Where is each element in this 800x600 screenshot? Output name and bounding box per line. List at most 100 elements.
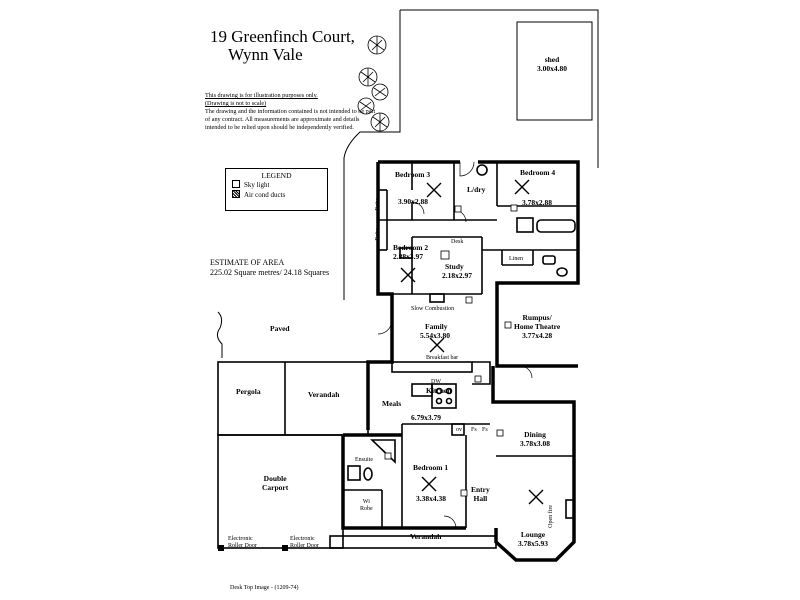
basin-outline [542, 255, 556, 265]
roller-door-2-line-2: Roller Door [290, 543, 319, 549]
ceiling-fan-icon [528, 489, 544, 505]
breakfast-bar-outline [391, 361, 473, 373]
burner-icon [445, 397, 453, 405]
ceiling-fan-icon [514, 179, 530, 195]
boundary-line [216, 311, 223, 358]
verandah-top-label: Verandah [308, 390, 340, 399]
verandah-bottom-label: Verandah [410, 532, 442, 541]
tree-icon [367, 35, 387, 55]
bedroom3-name: Bedroom 3 [395, 170, 431, 179]
address-line-2: Wynn Vale [228, 45, 303, 64]
boundary-line [400, 9, 599, 168]
shed-outline [516, 21, 593, 121]
skylight-icon [440, 250, 450, 260]
oven-outline [451, 423, 465, 436]
kitchen-label: Kitchen [426, 386, 452, 395]
legend-item-label: Air cond ducts [244, 191, 286, 199]
legend-item-label: Sky light [244, 181, 270, 189]
door-swing [377, 319, 393, 335]
ceiling-fan-icon [429, 337, 445, 353]
boundary-line [343, 10, 401, 300]
meals-size: 6.79x3.79 [411, 413, 441, 422]
tree-icon [358, 67, 378, 87]
slow-combustion-heater [429, 293, 445, 303]
dw-label: DW [431, 379, 441, 385]
roller-door-1-line-1: Electronic [228, 536, 253, 542]
legend-item-aircond: Air cond ducts [232, 190, 321, 200]
burner-icon [435, 397, 443, 405]
tree-icon [357, 97, 375, 115]
legend-title: LEGEND [261, 171, 292, 180]
estimate-value: 225.02 Square metres/ 24.18 Squares [210, 268, 330, 277]
robe-name: Robe [360, 506, 373, 512]
roller-door-marker [282, 545, 288, 551]
bedroom1-name: Bedroom 1 [413, 463, 449, 472]
carport-name-1: Double [263, 474, 287, 483]
pergola-verandah-outline [217, 361, 369, 436]
ldry-label: L/dry [467, 185, 486, 194]
roller-door-1-line-2: Roller Door [228, 543, 257, 549]
rumpus-name-2: Home Theatre [514, 322, 561, 331]
oven-label: ov [456, 427, 462, 433]
shower-outline [516, 217, 534, 233]
dining-size: 3.78x3.08 [520, 439, 550, 448]
aircond-duct-icon [474, 375, 482, 383]
fs-label: Fs [471, 427, 477, 433]
disclaimer-body: The drawing and the information containe… [205, 108, 376, 131]
shed-name: shed [544, 55, 560, 64]
skylight-swatch-icon [232, 180, 240, 188]
bath-outline [536, 219, 576, 233]
footer-caption: Desk Top Image - (1209-74) [230, 585, 299, 591]
toilet-outline [363, 467, 373, 481]
study-name: Study [445, 262, 464, 271]
lounge-size: 3.78x5.93 [518, 539, 548, 548]
fs-label: Fs [482, 427, 488, 433]
skylight-icon [384, 452, 392, 460]
area-estimate: ESTIMATE OF AREA 225.02 Square metres/ 2… [210, 258, 329, 278]
tree-icon [370, 112, 390, 132]
bedroom2-name: Bedroom 2 [393, 243, 429, 252]
door-swing [411, 201, 425, 215]
door-swing [519, 365, 533, 379]
robe-label: Robe [375, 228, 381, 241]
ceiling-fan-icon [426, 182, 442, 198]
desk-outline [399, 247, 413, 259]
aircond-duct-icon [454, 205, 462, 213]
carport-outline [217, 434, 344, 549]
dining-name-1: Dining [524, 430, 546, 439]
rumpus-size: 3.77x4.28 [522, 331, 553, 340]
exterior-wall-rumpus [495, 250, 580, 368]
desk-label: Desk [451, 239, 464, 245]
entry-name: Entry [471, 485, 490, 494]
ensuite-shower-outline [347, 465, 361, 481]
ceiling-fan-icon [400, 267, 416, 283]
roller-door-marker [218, 545, 224, 551]
exterior-wall-dining [491, 366, 576, 503]
bedroom2-size: 2.88x3.97 [393, 252, 423, 261]
disclaimer-line-1: This drawing is for illustration purpose… [205, 92, 318, 99]
breakfast-bar-label: Breakfast bar [426, 355, 459, 361]
exterior-wall-bedroom1 [341, 433, 466, 530]
aircond-duct-icon [504, 321, 512, 329]
shed-size: 3.00x4.80 [537, 64, 567, 73]
meals-name: Meals [382, 399, 402, 408]
robe-label: Robe [375, 198, 381, 211]
legend-item-skylight: Sky light [232, 180, 321, 190]
door-swing [459, 161, 475, 177]
disclaimer: This drawing is for illustration purpose… [205, 92, 380, 132]
family-name: Family [425, 322, 448, 331]
address-line-1: 19 Greenfinch Court, [210, 27, 355, 46]
wi-name: Wi [362, 499, 370, 505]
lounge-name: Lounge [520, 530, 546, 539]
tree-icon [371, 83, 389, 101]
